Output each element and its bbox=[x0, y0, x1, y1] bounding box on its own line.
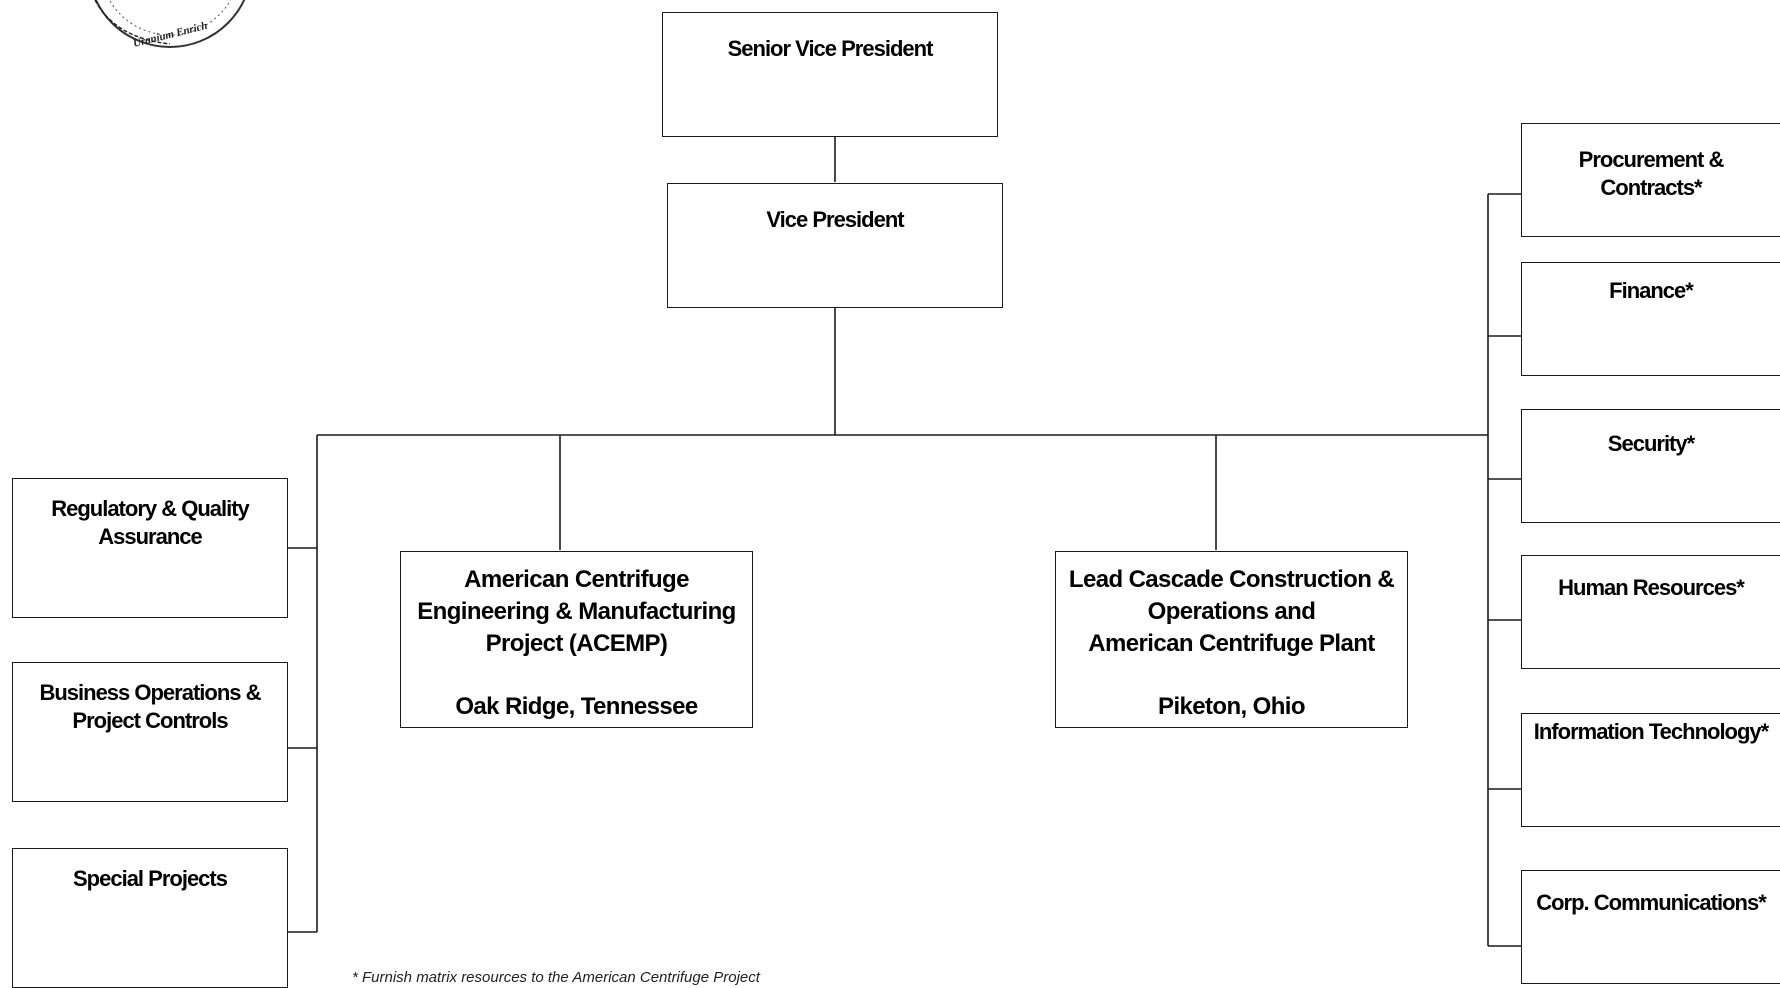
acemp-title: American Centrifuge Engineering & Manufa… bbox=[417, 566, 736, 657]
acemp-location: Oak Ridge, Tennessee bbox=[455, 693, 698, 720]
finance-box: Finance* bbox=[1521, 262, 1780, 376]
senior-vice-president-label: Senior Vice President bbox=[727, 36, 934, 61]
footnote: * Furnish matrix resources to the Americ… bbox=[352, 969, 760, 986]
left-unit-label: Special Projects bbox=[73, 866, 228, 891]
regulatory-quality-assurance-box: Regulatory & Quality Assurance bbox=[12, 478, 288, 618]
senior-vice-president-box: Senior Vice President bbox=[662, 12, 998, 137]
right-unit-label: Finance* bbox=[1609, 278, 1694, 303]
right-unit-label: Security* bbox=[1607, 431, 1695, 456]
procurement-contracts-box: Procurement & Contracts* bbox=[1521, 123, 1780, 237]
right-unit-label: Information Technology* bbox=[1533, 719, 1769, 744]
information-technology-box: Information Technology* bbox=[1521, 713, 1780, 827]
human-resources-box: Human Resources* bbox=[1521, 555, 1780, 669]
vice-president-box: Vice President bbox=[667, 183, 1003, 308]
svg-text:Uranium Enrich: Uranium Enrich bbox=[132, 20, 209, 50]
acemp-box: American Centrifuge Engineering & Manufa… bbox=[400, 551, 753, 728]
special-projects-box: Special Projects bbox=[12, 848, 288, 988]
vice-president-label: Vice President bbox=[766, 207, 904, 232]
business-operations-box: Business Operations & Project Controls bbox=[12, 662, 288, 802]
left-unit-label: Regulatory & Quality Assurance bbox=[51, 496, 250, 549]
lead-cascade-location: Piketon, Ohio bbox=[1158, 693, 1305, 720]
right-unit-label: Human Resources* bbox=[1558, 575, 1745, 600]
right-unit-label: Corp. Communications* bbox=[1536, 890, 1767, 915]
security-box: Security* bbox=[1521, 409, 1780, 523]
lead-cascade-box: Lead Cascade Construction & Operations a… bbox=[1055, 551, 1408, 728]
company-seal-logo: Uranium Enrich bbox=[94, 0, 246, 50]
left-unit-label: Business Operations & Project Controls bbox=[39, 680, 261, 733]
right-unit-label: Procurement & Contracts* bbox=[1578, 147, 1725, 200]
lead-cascade-title: Lead Cascade Construction & Operations a… bbox=[1068, 566, 1395, 657]
corp-communications-box: Corp. Communications* bbox=[1521, 870, 1780, 984]
